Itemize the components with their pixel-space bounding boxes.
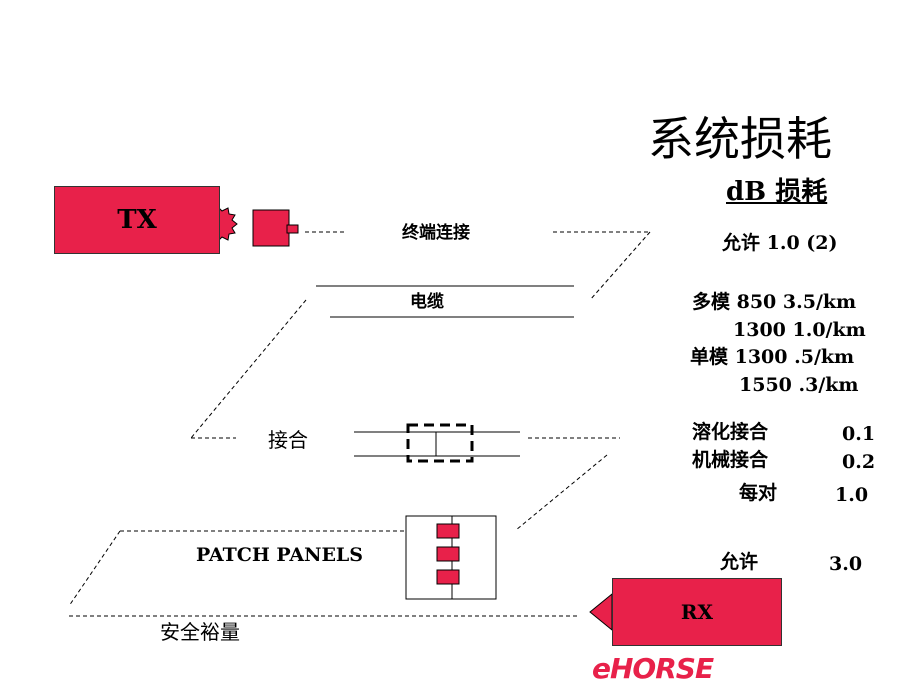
connector-block (252, 209, 290, 247)
patch-allowance-value: 3.0 (829, 553, 863, 575)
per-pair-value: 1.0 (835, 484, 869, 506)
connector-label: 终端连接 (402, 223, 470, 243)
patch-allowance-label: 允许 (720, 551, 759, 573)
cable-label: 电缆 (410, 292, 444, 312)
fusion-splice-value: 0.1 (842, 423, 876, 445)
tx-box: TX (54, 186, 220, 254)
mechanical-splice-label: 机械接合 (692, 449, 769, 471)
tx-label: TX (117, 205, 157, 235)
per-pair-label: 每对 (739, 482, 778, 504)
splice-sleeve (406, 423, 474, 463)
page-subtitle: dB 损耗 (726, 177, 828, 207)
margin-label: 安全裕量 (160, 620, 240, 644)
connector-allowance: 允许 1.0 (2) (722, 232, 838, 254)
connector-plug (286, 224, 299, 234)
mechanical-splice-value: 0.2 (842, 451, 876, 473)
rx-box: RX (612, 578, 782, 646)
patch-panels-label: PATCH PANELS (196, 544, 364, 566)
ehorse-logo: eHORSE (592, 652, 714, 685)
rx-label: RX (680, 600, 714, 624)
singlemode-1550: 1550 .3/km (739, 374, 859, 396)
patch-port-2 (436, 546, 460, 562)
multimode-850: 多模 850 3.5/km (692, 291, 857, 313)
singlemode-1300: 单模 1300 .5/km (690, 346, 855, 368)
patch-port-3 (436, 569, 460, 585)
multimode-1300: 1300 1.0/km (733, 319, 866, 341)
fusion-splice-label: 溶化接合 (692, 421, 769, 443)
patch-port-1 (436, 523, 460, 539)
page-title: 系统损耗 (648, 112, 832, 166)
splice-label: 接合 (268, 428, 308, 452)
rx-arrow-icon (589, 592, 613, 632)
